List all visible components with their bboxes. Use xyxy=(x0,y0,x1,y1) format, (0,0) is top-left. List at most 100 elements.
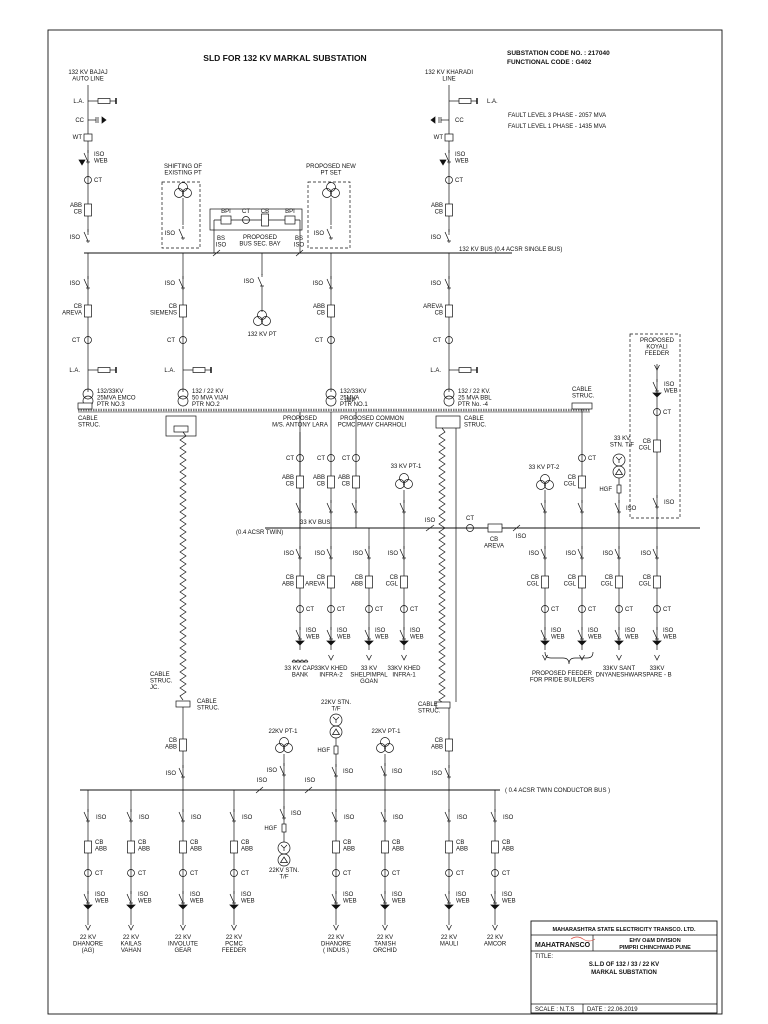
22kv-bs-iso-right-label: ISO xyxy=(305,778,316,784)
22kv-feeder-1-ct-lower xyxy=(84,872,92,877)
22kv-feeder-4-ct-lower xyxy=(230,872,238,877)
22kv-feeder-2-iso-web-icon xyxy=(126,904,136,910)
33kv-feeder-7-iso-web-icon xyxy=(614,640,624,646)
33kv-incomer-2-cb-label: CB xyxy=(317,482,325,488)
cable-struc-left-icon xyxy=(77,402,93,410)
trafo-bay-2-ct xyxy=(179,336,187,341)
22kv-feeder-6-iso-web xyxy=(380,893,386,904)
bs-iso-right-label: ISO xyxy=(294,243,305,249)
22kv-feeder-1-iso-web-icon xyxy=(83,904,93,910)
cable-struc-mid-label: STRUC. xyxy=(464,423,487,429)
tb-logo: MAHATRANSCO xyxy=(535,942,591,949)
pt33-2-iso xyxy=(540,502,546,513)
tr4-22kv-cb-label: ABB xyxy=(431,745,443,751)
22kv-feeder-4-iso-web-icon xyxy=(229,904,239,910)
tr2-22kv-iso-label: ISO xyxy=(166,771,177,777)
bus-section-bpi-right-icon xyxy=(284,215,296,225)
trafo-bay-2-iso xyxy=(178,278,184,289)
stn-tf-22-top-lower xyxy=(329,725,343,739)
33kv-incomer-1-iso xyxy=(295,502,301,513)
stn-tf-22-bot-label: T/F xyxy=(280,875,289,881)
33kv-bs-iso-left-blade-icon xyxy=(425,524,435,532)
pt33-2-label: 33 KV PT-2 xyxy=(529,465,560,471)
trafo-bay-2-transformer-label: PTR NO.2 xyxy=(192,402,220,408)
substation-code: SUBSTATION CODE NO. : 217040 xyxy=(507,50,610,57)
33kv-feeder-7-label: DNYANESHWAR xyxy=(596,673,643,679)
33kv-feeder-2-iso-web-label: ISO xyxy=(337,628,348,634)
22kv-feeder-7-iso-web-icon xyxy=(444,904,454,910)
33kv-feeder-5-cb xyxy=(541,575,549,589)
22kv-feeder-8-ct-label: CT xyxy=(502,871,510,877)
33kv-feeder-8-iso-web-icon xyxy=(652,640,662,646)
22kv-feeder-8-cb-label: ABB xyxy=(502,847,514,853)
trafo-bay-2-ct-lower xyxy=(179,339,187,344)
33kv-feeder-7-arrow-icon xyxy=(616,654,622,661)
trafo-bay-4-transformer-label: PTR No. -4 xyxy=(458,402,489,408)
trafo-bay-2-cb xyxy=(179,304,187,318)
line-2-cc-icon xyxy=(438,117,442,123)
proposed-33-antony-label: PROPOSED xyxy=(283,416,318,422)
33kv-incomer-3-ct-label: CT xyxy=(342,456,350,462)
22kv-feeder-2-cb xyxy=(127,840,135,854)
33kv-feeder-5-iso-label: ISO xyxy=(529,551,540,557)
22kv-feeder-3-ct xyxy=(179,869,187,874)
pt22-2 xyxy=(380,737,390,747)
33kv-feeder-4-ct-lower xyxy=(400,608,408,613)
cable-struc-left-label: CABLE xyxy=(78,416,98,422)
22kv-feeder-5-arrow-icon xyxy=(333,924,339,931)
22kv-feeder-7-cb-label: ABB xyxy=(456,847,468,853)
trafo-bay-2-cb-label: SIEMENS xyxy=(150,311,177,317)
22kv-feeder-4-label: FEEDER xyxy=(222,948,247,954)
33kv-feeder-8-ct-lower xyxy=(653,608,661,613)
line-2-cc-label: CC xyxy=(455,118,464,124)
stn-tf-33-label: 33 KV xyxy=(614,436,630,442)
line-2-line-iso xyxy=(444,152,450,163)
33kv-feeder-8-arrow-icon xyxy=(654,654,660,661)
33kv-feeder-6-ct-label: CT xyxy=(588,607,596,613)
33kv-feeder-3-ct xyxy=(365,605,373,610)
33kv-feeder-5-iso-web-icon xyxy=(540,640,550,646)
tb-title-label: TITLE: xyxy=(535,954,553,960)
22kv-feeder-6-iso-web-icon xyxy=(380,904,390,910)
33kv-incomer-3-cb-label: CB xyxy=(342,482,350,488)
33kv-feeder-8-ct xyxy=(653,605,661,610)
33kv-feeder-8-iso-web-label: WEB xyxy=(663,635,677,641)
pt33-1-b xyxy=(395,479,405,489)
bus-22-label: ( 0.4 ACSR TWIN CONDUCTOR BUS ) xyxy=(505,788,610,794)
33kv-feeder-2-ct-lower xyxy=(327,608,335,613)
tr4-33kv-ct xyxy=(578,454,586,459)
22kv-feeder-5-cb-label: CB xyxy=(343,840,351,846)
22kv-feeder-5-ct-label: CT xyxy=(343,871,351,877)
22kv-feeder-3-iso-web-icon xyxy=(178,904,188,910)
22kv-feeder-3-label: 22 KV xyxy=(175,935,191,941)
33kv-feeder-1-label: 33 KV CAP. xyxy=(284,666,316,672)
22kv-feeder-2-ct-label: CT xyxy=(138,871,146,877)
line-1-ct-label: CT xyxy=(94,178,102,184)
22kv-feeder-8-label: 22 KV xyxy=(487,935,503,941)
22kv-feeder-6-ct-lower xyxy=(381,872,389,877)
tr4-22kv-iso-label: ISO xyxy=(432,771,443,777)
trafo-bay-1-iso-label: ISO xyxy=(70,281,81,287)
33kv-feeder-7-ct-label: CT xyxy=(625,607,633,613)
trafo-bay-1-la xyxy=(97,367,111,373)
22kv-feeder-3-iso-label: ISO xyxy=(191,815,202,821)
line-2-iso-label: ISO xyxy=(431,235,442,241)
22kv-feeder-1-ct-label: CT xyxy=(95,871,103,877)
proposed-feeder-brace-icon xyxy=(544,651,594,665)
tr4-33kv-cb-label: CGL xyxy=(564,482,577,488)
line-2-label: 132 KV KHARADI xyxy=(425,70,473,76)
22kv-feeder-5-cb xyxy=(332,840,340,854)
koyali-label: FEEDER xyxy=(645,351,670,357)
22kv-bs-iso-left-blade-icon xyxy=(255,786,264,794)
22kv-feeder-4-iso-label: ISO xyxy=(242,815,253,821)
33kv-feeder-1-label: BANK xyxy=(292,673,308,679)
stn-tf-33-delta-icon xyxy=(614,468,624,475)
33kv-incomer-3-iso xyxy=(351,502,357,513)
33kv-feeder-7-ct-lower xyxy=(615,608,623,613)
22kv-feeder-7-iso-web-label: ISO xyxy=(456,892,467,898)
tb-title-2: MARKAL SUBSTATION xyxy=(591,970,657,976)
pt33-1 xyxy=(399,473,409,483)
trafo-bay-4-transformer-label: 25 MVA BBL xyxy=(458,396,492,402)
stn-tf-22-top-hgf-label: HGF xyxy=(317,748,330,754)
